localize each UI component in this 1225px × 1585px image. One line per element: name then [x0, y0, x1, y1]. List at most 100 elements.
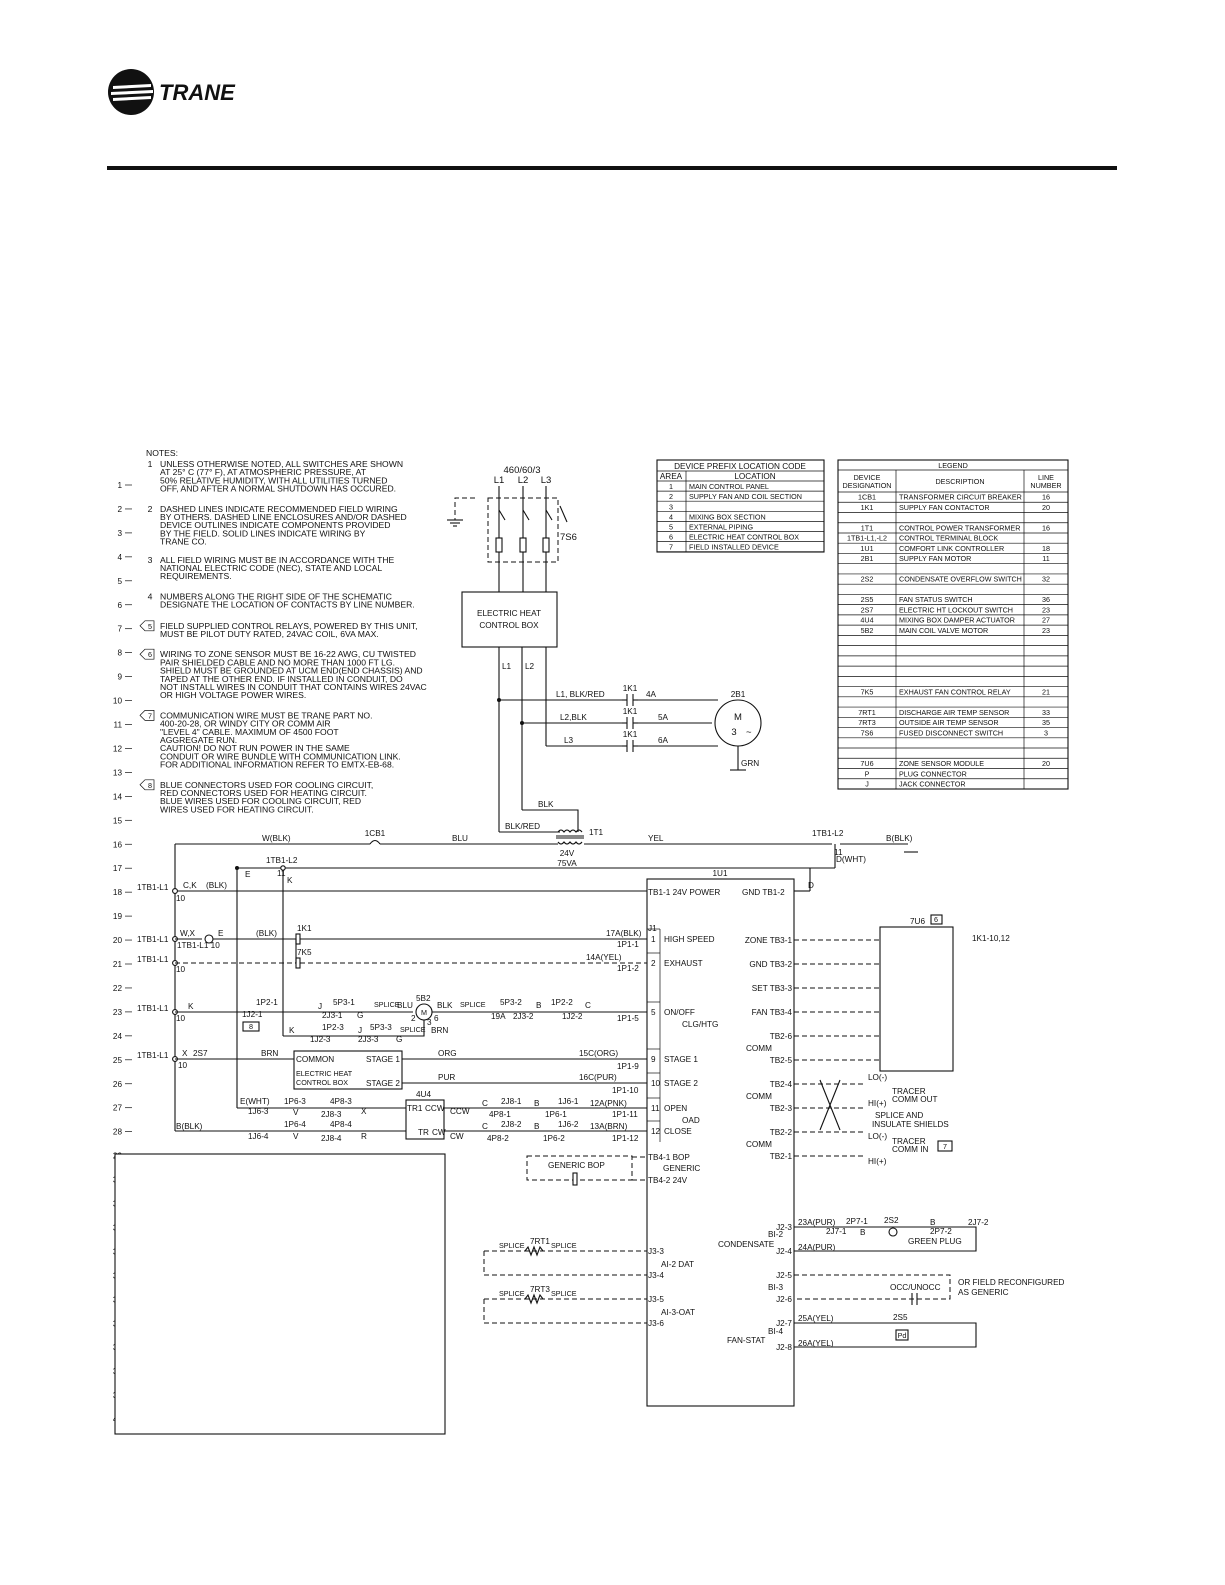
- legend-description: SUPPLY FAN MOTOR: [899, 554, 971, 563]
- j2-wire: 24A(PUR): [798, 1243, 836, 1252]
- row23-three: 3: [427, 1018, 432, 1027]
- line-number: 16: [113, 840, 123, 849]
- row23-c: C: [585, 1001, 591, 1010]
- blk-label-20: (BLK): [256, 929, 277, 938]
- legend-description: EXHAUST FAN CONTROL RELAY: [899, 687, 1011, 696]
- legend-device: 1T1: [861, 523, 873, 532]
- bop-box-label: GENERIC BOP: [548, 1161, 605, 1170]
- note-line: FIELD SUPPLIED CONTROL RELAYS, POWERED B…: [160, 621, 418, 631]
- contactor-label: 1K1: [623, 707, 638, 716]
- tb2-label: TB2-4: [770, 1080, 793, 1089]
- legend-description: COMFORT LINK CONTROLLER: [899, 544, 1004, 553]
- heat-line-l2: L2: [525, 662, 535, 671]
- contactor-label: 1K1: [623, 730, 638, 739]
- row23-blk: BLK: [437, 1001, 453, 1010]
- legend-description: DISCHARGE AIR TEMP SENSOR: [899, 708, 1009, 717]
- j2-pin: J2-5: [776, 1271, 792, 1280]
- legend-line-number: 18: [1042, 544, 1050, 553]
- ten-23: 10: [176, 1014, 186, 1023]
- row23-splice2: SPLICE: [460, 1000, 486, 1009]
- tb1-l1-label: 1TB1-L1: [137, 955, 169, 964]
- line-number: 26: [113, 1080, 123, 1089]
- row23-b: B: [536, 1001, 542, 1010]
- motor-name: 2B1: [731, 690, 746, 699]
- plug-1p1-1: 1P1-1: [617, 940, 639, 949]
- wire-15c: 15C(ORG): [579, 1049, 618, 1058]
- row27-ewht: E(WHT): [240, 1097, 270, 1106]
- cond-b: B: [860, 1228, 866, 1237]
- row23-jj: J: [318, 1002, 322, 1011]
- line-number: 4: [117, 553, 122, 562]
- wire-14a: 14A(YEL): [586, 953, 622, 962]
- legend-description: CONTROL POWER TRANSFORMER: [899, 523, 1020, 532]
- row28-j282: 2J8-2: [501, 1120, 522, 1129]
- row23-j: 1J2-1: [242, 1010, 263, 1019]
- fuse: [519, 537, 527, 553]
- note-line: BY THE FIELD. SOLID LINES INDICATE WIRIN…: [160, 528, 366, 538]
- location-area: 4: [669, 512, 673, 521]
- cond-jack2: 2J7-2: [968, 1218, 989, 1227]
- row25-org: ORG: [438, 1049, 457, 1058]
- location-area: 3: [669, 502, 673, 511]
- row28-j16: 1J6-4: [248, 1132, 269, 1141]
- row27-tr1: TR1: [407, 1104, 423, 1113]
- note-number: 1: [148, 459, 153, 469]
- legend-header-description: DESCRIPTION: [935, 477, 984, 486]
- location-header-location: LOCATION: [734, 472, 775, 481]
- line-number: 7: [117, 625, 122, 634]
- row24-g: G: [396, 1035, 402, 1044]
- note-line: CAUTION! DO NOT RUN POWER IN THE SAME: [160, 743, 350, 753]
- plug-1p1-10: 1P1-10: [612, 1086, 639, 1095]
- wire-blu: BLU: [452, 834, 468, 843]
- line-number: 20: [113, 936, 123, 945]
- location-name: ELECTRIC HEAT CONTROL BOX: [689, 533, 799, 542]
- row27-c: C: [482, 1099, 488, 1108]
- transformer-name: 1T1: [589, 828, 604, 837]
- ai-label: AI-2 DAT: [661, 1260, 694, 1269]
- location-header-area: AREA: [660, 472, 683, 481]
- legend-device: 7RT1: [858, 708, 875, 717]
- sensor-7rt3: 7RT3: [530, 1285, 550, 1294]
- legend-description: CONDENSATE OVERFLOW SWITCH: [899, 575, 1022, 584]
- tracer-out: TRACER: [892, 1087, 926, 1096]
- plug-1p1-5: 1P1-5: [617, 1014, 639, 1023]
- tracer-lo1: LO(-): [868, 1073, 887, 1082]
- temperature-sensors: SPLICE SPLICE 7RT1 SPLICE SPLICE 7RT3: [483, 1237, 647, 1324]
- row27-ccw2: CCW: [450, 1107, 470, 1116]
- note-line: MUST BE PILOT DUTY RATED, 24VAC COIL, 6V…: [160, 629, 379, 639]
- note-line: SHIELD MUST BE GROUNDED AT UCM END(END C…: [160, 666, 423, 676]
- note-number: 4: [148, 591, 153, 601]
- cond-switch: 2S2: [884, 1216, 899, 1225]
- legend-description: MAIN COIL VALVE MOTOR: [899, 626, 988, 635]
- tb-l1-10: 1TB1-L1 10: [177, 941, 220, 950]
- k-23: K: [188, 1002, 194, 1011]
- row25-ten: 10: [178, 1061, 188, 1070]
- occ-label: OCC/UNOCC: [890, 1283, 941, 1292]
- j1-pin-num: 11: [651, 1104, 660, 1113]
- line-number: 2: [117, 505, 122, 514]
- row28-p482: 4P8-2: [487, 1134, 509, 1143]
- tb3-label: TB2-5: [770, 1056, 793, 1065]
- line-number: 27: [113, 1104, 123, 1113]
- legend-table: LEGEND DEVICE DESIGNATION DESCRIPTION LI…: [837, 459, 1069, 790]
- row23-p53: 5P3-1: [333, 998, 355, 1007]
- comm-label: COMM: [746, 1092, 772, 1101]
- bop-tb42: TB4-2 24V: [648, 1176, 688, 1185]
- j2-pin: J2-6: [776, 1295, 792, 1304]
- j1-pin-num: 5: [651, 1008, 656, 1017]
- wx-label: W,X: [180, 929, 196, 938]
- legend-description: OUTSIDE AIR TEMP SENSOR: [899, 718, 999, 727]
- legend-description: FUSED DISCONNECT SWITCH: [899, 728, 1003, 737]
- note-line: RED CONNECTORS USED FOR HEATING CIRCUIT.: [160, 788, 367, 798]
- tb3-label: ZONE TB3-1: [745, 936, 793, 945]
- blank-box: [114, 1153, 446, 1435]
- row23-p122: 1P2-2: [551, 998, 573, 1007]
- wire-yel: YEL: [648, 834, 664, 843]
- control-ladder: C,K (BLK) 10 E 11 K 1TB1-L2 D 1TB1-L11TB…: [137, 844, 814, 1143]
- motor-tilde: ~: [746, 727, 752, 738]
- legend-line-number: 23: [1042, 626, 1050, 635]
- valve-m: M: [421, 1008, 427, 1017]
- e-label: E: [245, 870, 251, 879]
- motor-term-5a: 5A: [658, 713, 669, 722]
- pd-label: Pd: [898, 1331, 907, 1340]
